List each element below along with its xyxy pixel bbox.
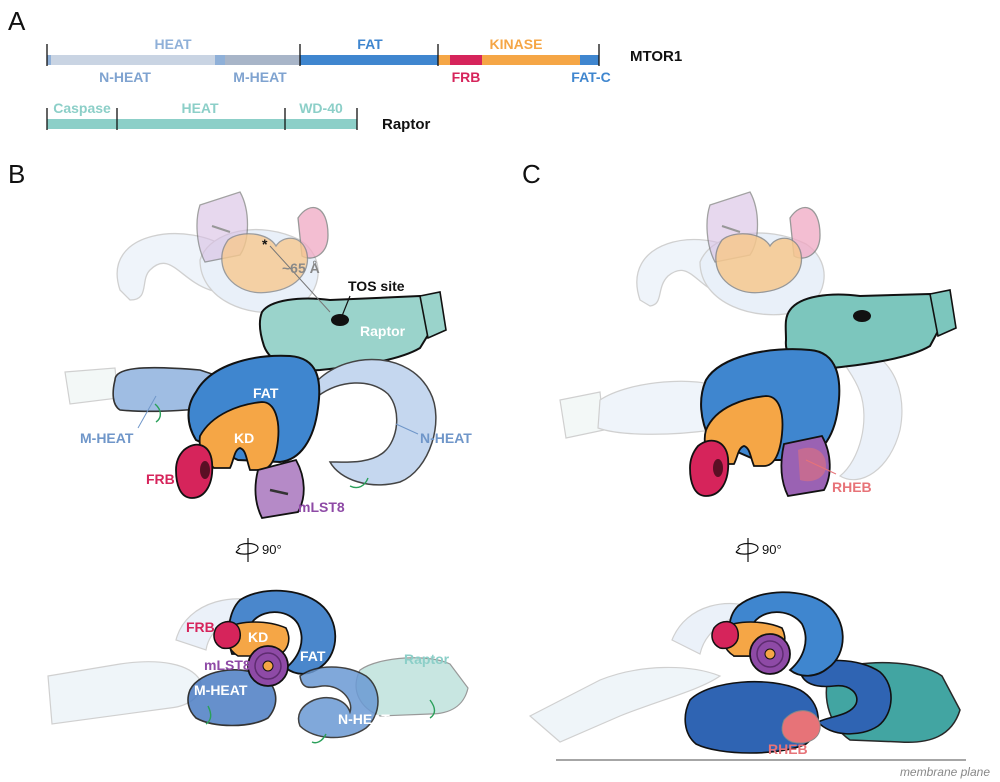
side-kd-label: KD	[248, 629, 268, 645]
tos-site-label: TOS site	[348, 278, 405, 294]
panel-letter-a: A	[8, 6, 26, 36]
raptor-name: Raptor	[382, 116, 430, 133]
fat-c-segment	[580, 55, 599, 65]
raptor-shape	[258, 294, 438, 372]
asterisk-label: *	[262, 236, 268, 252]
frb-segment	[450, 55, 482, 65]
kinase-label: KINASE	[490, 36, 543, 52]
frb-shape	[175, 443, 214, 499]
mlst8-shape	[254, 458, 305, 519]
n-heat-label: N-HEAT	[99, 69, 151, 85]
frb-label: FRB	[452, 69, 481, 85]
side-frb-shape	[213, 620, 241, 650]
c-rheb-shape	[798, 447, 826, 482]
rotation-label-c: 90°	[762, 542, 782, 557]
n-heat-segment	[47, 55, 215, 65]
fat-c-label: FAT-C	[571, 69, 610, 85]
n-heat-leader	[395, 423, 419, 435]
distance-label: ~65 Å	[282, 260, 320, 276]
n-heat-struct-label: N-HEAT	[420, 430, 472, 446]
c-frb-shape	[689, 439, 730, 497]
frb-struct-label: FRB	[146, 471, 175, 487]
m-heat-segment	[215, 55, 300, 65]
raptor-struct-label: Raptor	[360, 323, 406, 339]
mtor1-name: MTOR1	[630, 48, 682, 65]
m-heat-rotation-arrow	[154, 403, 162, 423]
c-side-n-heat-shape	[799, 659, 892, 735]
panel-b-side-view	[47, 589, 469, 744]
n-heat-rotation-arrow	[349, 477, 369, 489]
side-frb-label: FRB	[186, 619, 215, 635]
rotation-icon-b	[235, 538, 259, 562]
c-side-rheb-shape	[781, 710, 821, 744]
panel-letter-b: B	[8, 159, 25, 189]
kd-struct-label: KD	[234, 430, 254, 446]
fat-segment	[300, 55, 438, 65]
mlst8-struct-label: mLST8	[298, 499, 345, 515]
distance-line	[269, 245, 331, 313]
n-heat-shape	[317, 358, 437, 486]
c-kinase-back-shape	[715, 233, 802, 294]
side-mlst8-label: mLST8	[204, 657, 251, 673]
side-n-heat-shape	[297, 666, 379, 739]
c-side-rheb-label: RHEB	[768, 741, 808, 757]
kinase-segment	[438, 55, 580, 65]
wd40-label: WD-40	[299, 100, 343, 116]
rotation-label-b: 90°	[262, 542, 282, 557]
fat-struct-label: FAT	[253, 385, 279, 401]
fat-label: FAT	[357, 36, 383, 52]
c-rheb-label: RHEB	[832, 479, 872, 495]
heat-label: HEAT	[154, 36, 192, 52]
side-raptor-label: Raptor	[404, 651, 450, 667]
frb-back-shape	[297, 207, 329, 259]
panel-c-structure	[559, 191, 957, 497]
kd-shape	[198, 401, 280, 471]
m-heat-struct-label: M-HEAT	[80, 430, 134, 446]
tos-site-pocket	[331, 314, 349, 326]
m-heat-shape	[112, 366, 216, 413]
panel-b-structure	[64, 191, 447, 519]
c-raptor-shape	[784, 292, 947, 370]
m-heat-label: M-HEAT	[233, 69, 287, 85]
side-fat-label: FAT	[300, 648, 326, 664]
rotation-icon-c	[735, 538, 759, 562]
raptor-domain-bar	[46, 108, 358, 130]
panel-letter-c: C	[522, 159, 541, 189]
raptor-wd40-shape	[419, 291, 447, 340]
side-n-heat-label: N-HEAT	[338, 711, 390, 727]
raptor-heat-label: HEAT	[181, 100, 219, 116]
mtor1-domain-bar	[46, 44, 600, 66]
c-side-frb-shape	[711, 620, 739, 650]
membrane-plane-label: membrane plane	[900, 765, 990, 779]
caspase-label: Caspase	[53, 100, 111, 116]
tos-leader	[341, 295, 351, 317]
side-m-heat-label: M-HEAT	[194, 682, 248, 698]
m-heat-leader	[137, 395, 157, 429]
panel-c-side-view	[528, 591, 966, 761]
